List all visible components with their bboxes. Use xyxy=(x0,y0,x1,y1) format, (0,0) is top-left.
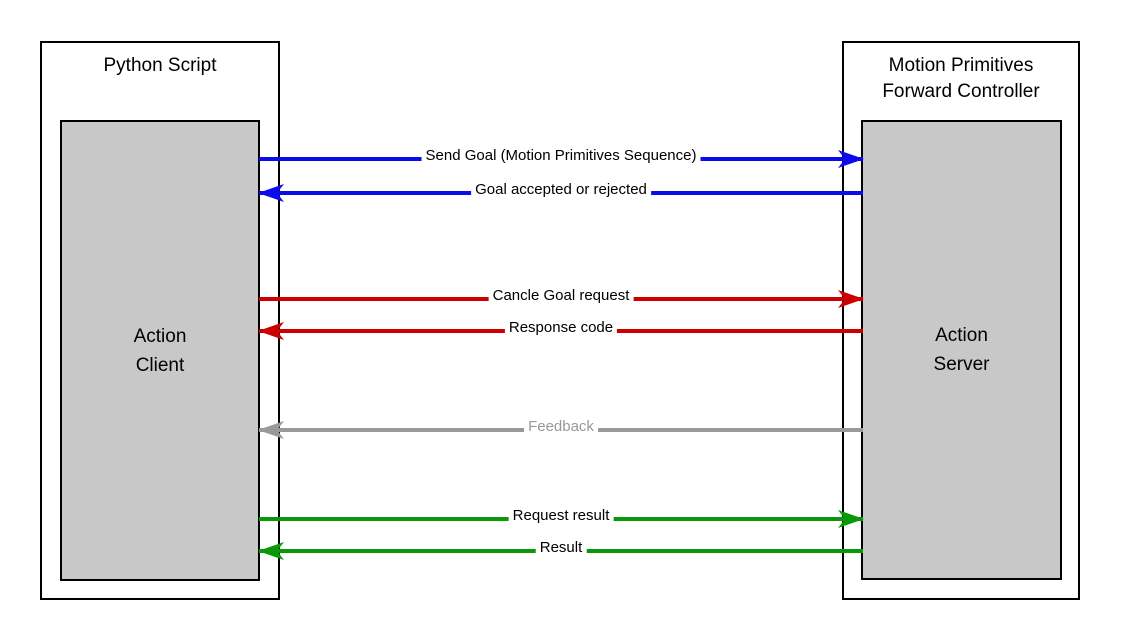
arrow-label-result: Result xyxy=(535,539,587,556)
node-forward-controller: Motion Primitives Forward Controller Act… xyxy=(842,41,1080,600)
arrowhead-right-icon xyxy=(838,290,864,308)
box-action-server-label: Action Server xyxy=(933,325,990,375)
arrowhead-left-icon xyxy=(258,322,284,340)
arrow-response-code: Response code xyxy=(258,319,863,340)
arrowhead-right-icon xyxy=(838,150,864,168)
node-python-script: Python Script Action Client xyxy=(40,41,280,600)
arrow-label-goal-accepted: Goal accepted or rejected xyxy=(471,181,651,198)
arrowhead-left-icon xyxy=(258,184,284,202)
arrow-label-cancel-goal: Cancle Goal request xyxy=(488,287,634,304)
arrow-label-send-goal: Send Goal (Motion Primitives Sequence) xyxy=(421,147,701,164)
node-title-forward-controller: Motion Primitives Forward Controller xyxy=(882,55,1040,102)
arrow-feedback: Feedback xyxy=(258,418,863,439)
arrowhead-left-icon xyxy=(258,421,284,439)
box-action-client: Action Client xyxy=(60,120,260,581)
arrow-goal-accepted: Goal accepted or rejected xyxy=(258,181,863,202)
arrow-request-result: Request result xyxy=(259,507,864,528)
arrow-result: Result xyxy=(258,539,863,560)
node-title-python-script: Python Script xyxy=(103,55,217,76)
arrow-label-response-code: Response code xyxy=(504,319,618,336)
arrow-send-goal: Send Goal (Motion Primitives Sequence) xyxy=(259,147,864,168)
box-action-server: Action Server xyxy=(861,120,1062,580)
box-action-client-label: Action Client xyxy=(133,325,187,376)
arrow-cancel-goal: Cancle Goal request xyxy=(259,287,864,308)
arrowhead-left-icon xyxy=(258,542,284,560)
arrow-label-feedback: Feedback xyxy=(524,418,598,435)
arrow-label-request-result: Request result xyxy=(508,507,614,524)
arrowhead-right-icon xyxy=(838,510,864,528)
